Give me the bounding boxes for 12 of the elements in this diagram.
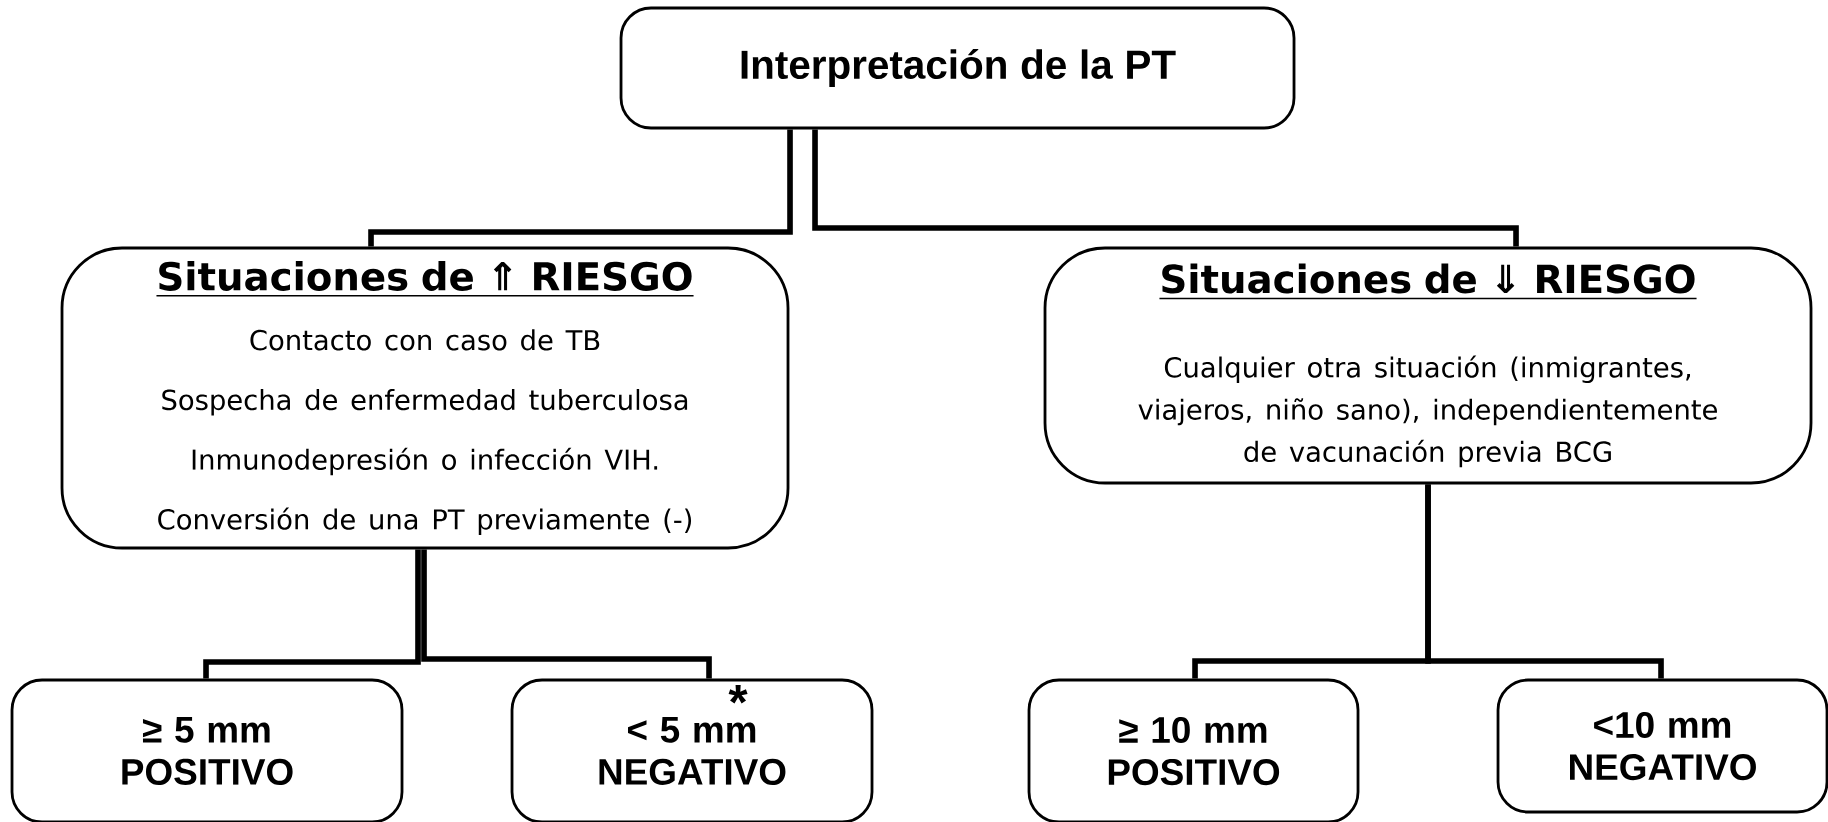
result-box: <10 mm NEGATIVO (1496, 678, 1828, 814)
result-box: ≥ 5 mm POSITIVO (10, 678, 404, 822)
title-box: Interpretación de la PT (619, 6, 1296, 130)
risk-group-box: Situaciones de ⇑ RIESGO Contacto con caso de TB Sospecha de enfermedad tuberculosa Inmunodepresión o infección VIH. Conversión de una PT previamente (-) (60, 246, 790, 550)
connector (368, 129, 793, 247)
result-box: ≥ 10 mm POSITIVO (1027, 678, 1360, 822)
risk-group-box: Situaciones de ⇓ RIESGO Cualquier otra situación (inmigrantes, viajeros, niño sano), independientemente de vacunación previa BCG (1043, 246, 1813, 485)
connector (1425, 484, 1664, 679)
connector (812, 129, 1519, 247)
footnote-mark: * (728, 685, 748, 704)
connector (203, 549, 421, 679)
connector (421, 549, 712, 679)
